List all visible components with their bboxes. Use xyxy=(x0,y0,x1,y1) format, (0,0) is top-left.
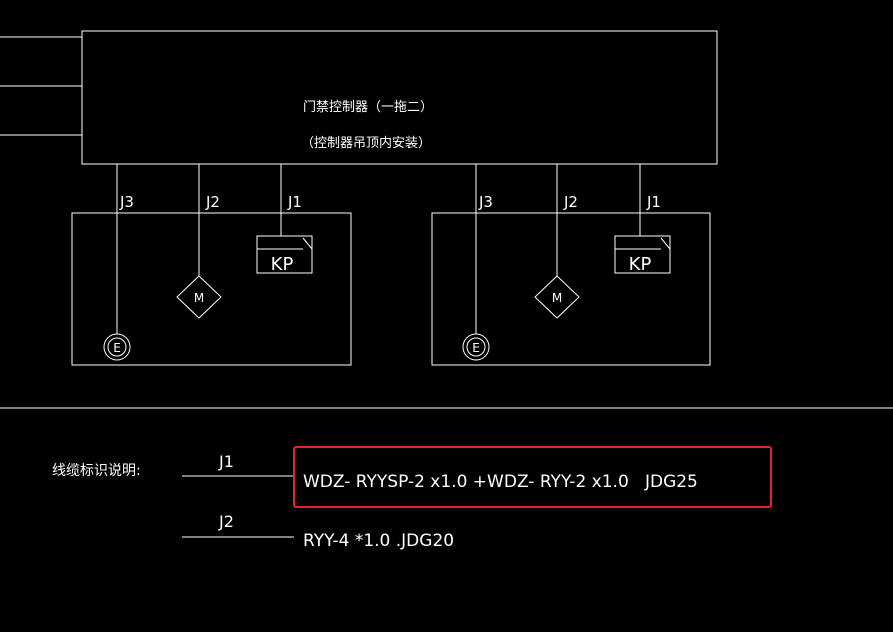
cable-legend: 线缆标识说明: J1 WDZ- RYYSP-2 x1.0 +WDZ- RYY-2… xyxy=(52,446,772,551)
card-reader-icon-left: KP xyxy=(256,235,313,275)
legend-j1-spec: WDZ- RYYSP-2 x1.0 +WDZ- RYY-2 x1.0 JDG25 xyxy=(303,472,698,492)
j1-label-left: J1 xyxy=(287,193,302,211)
j1-label-right: J1 xyxy=(646,193,661,211)
controller-box: 门禁控制器（一拖二） （控制器吊顶内安装） xyxy=(81,30,718,165)
door-group-left: J3 J2 J1 M KP E xyxy=(71,164,352,366)
legend-j1-label: J1 xyxy=(218,452,234,471)
legend-title: 线缆标识说明: xyxy=(52,463,141,479)
controller-title: 门禁控制器（一拖二） xyxy=(303,100,433,115)
exit-button-icon-left: E xyxy=(103,333,131,361)
svg-text:KP: KP xyxy=(629,254,652,275)
motor-lock-icon-right: M xyxy=(534,275,580,319)
svg-text:M: M xyxy=(194,291,204,305)
legend-j1-highlight-box xyxy=(293,446,772,508)
door-box-left xyxy=(71,212,352,366)
door-group-right: J3 J2 J1 M KP E xyxy=(431,164,711,366)
j2-label-right: J2 xyxy=(563,193,578,211)
exit-button-icon-right: E xyxy=(462,333,490,361)
door-box-right xyxy=(431,212,711,366)
card-reader-icon-right: KP xyxy=(614,235,671,275)
j2-label-left: J2 xyxy=(205,193,220,211)
legend-j2-label: J2 xyxy=(218,512,234,531)
controller-install-note: （控制器吊顶内安装） xyxy=(301,135,431,151)
j3-label-right: J3 xyxy=(478,193,493,211)
svg-text:KP: KP xyxy=(271,254,294,275)
motor-lock-icon-left: M xyxy=(176,275,222,319)
svg-text:E: E xyxy=(472,341,480,355)
svg-text:E: E xyxy=(113,341,121,355)
j3-label-left: J3 xyxy=(119,193,134,211)
legend-j2-spec: RYY-4 *1.0 .JDG20 xyxy=(303,531,454,551)
svg-text:M: M xyxy=(552,291,562,305)
